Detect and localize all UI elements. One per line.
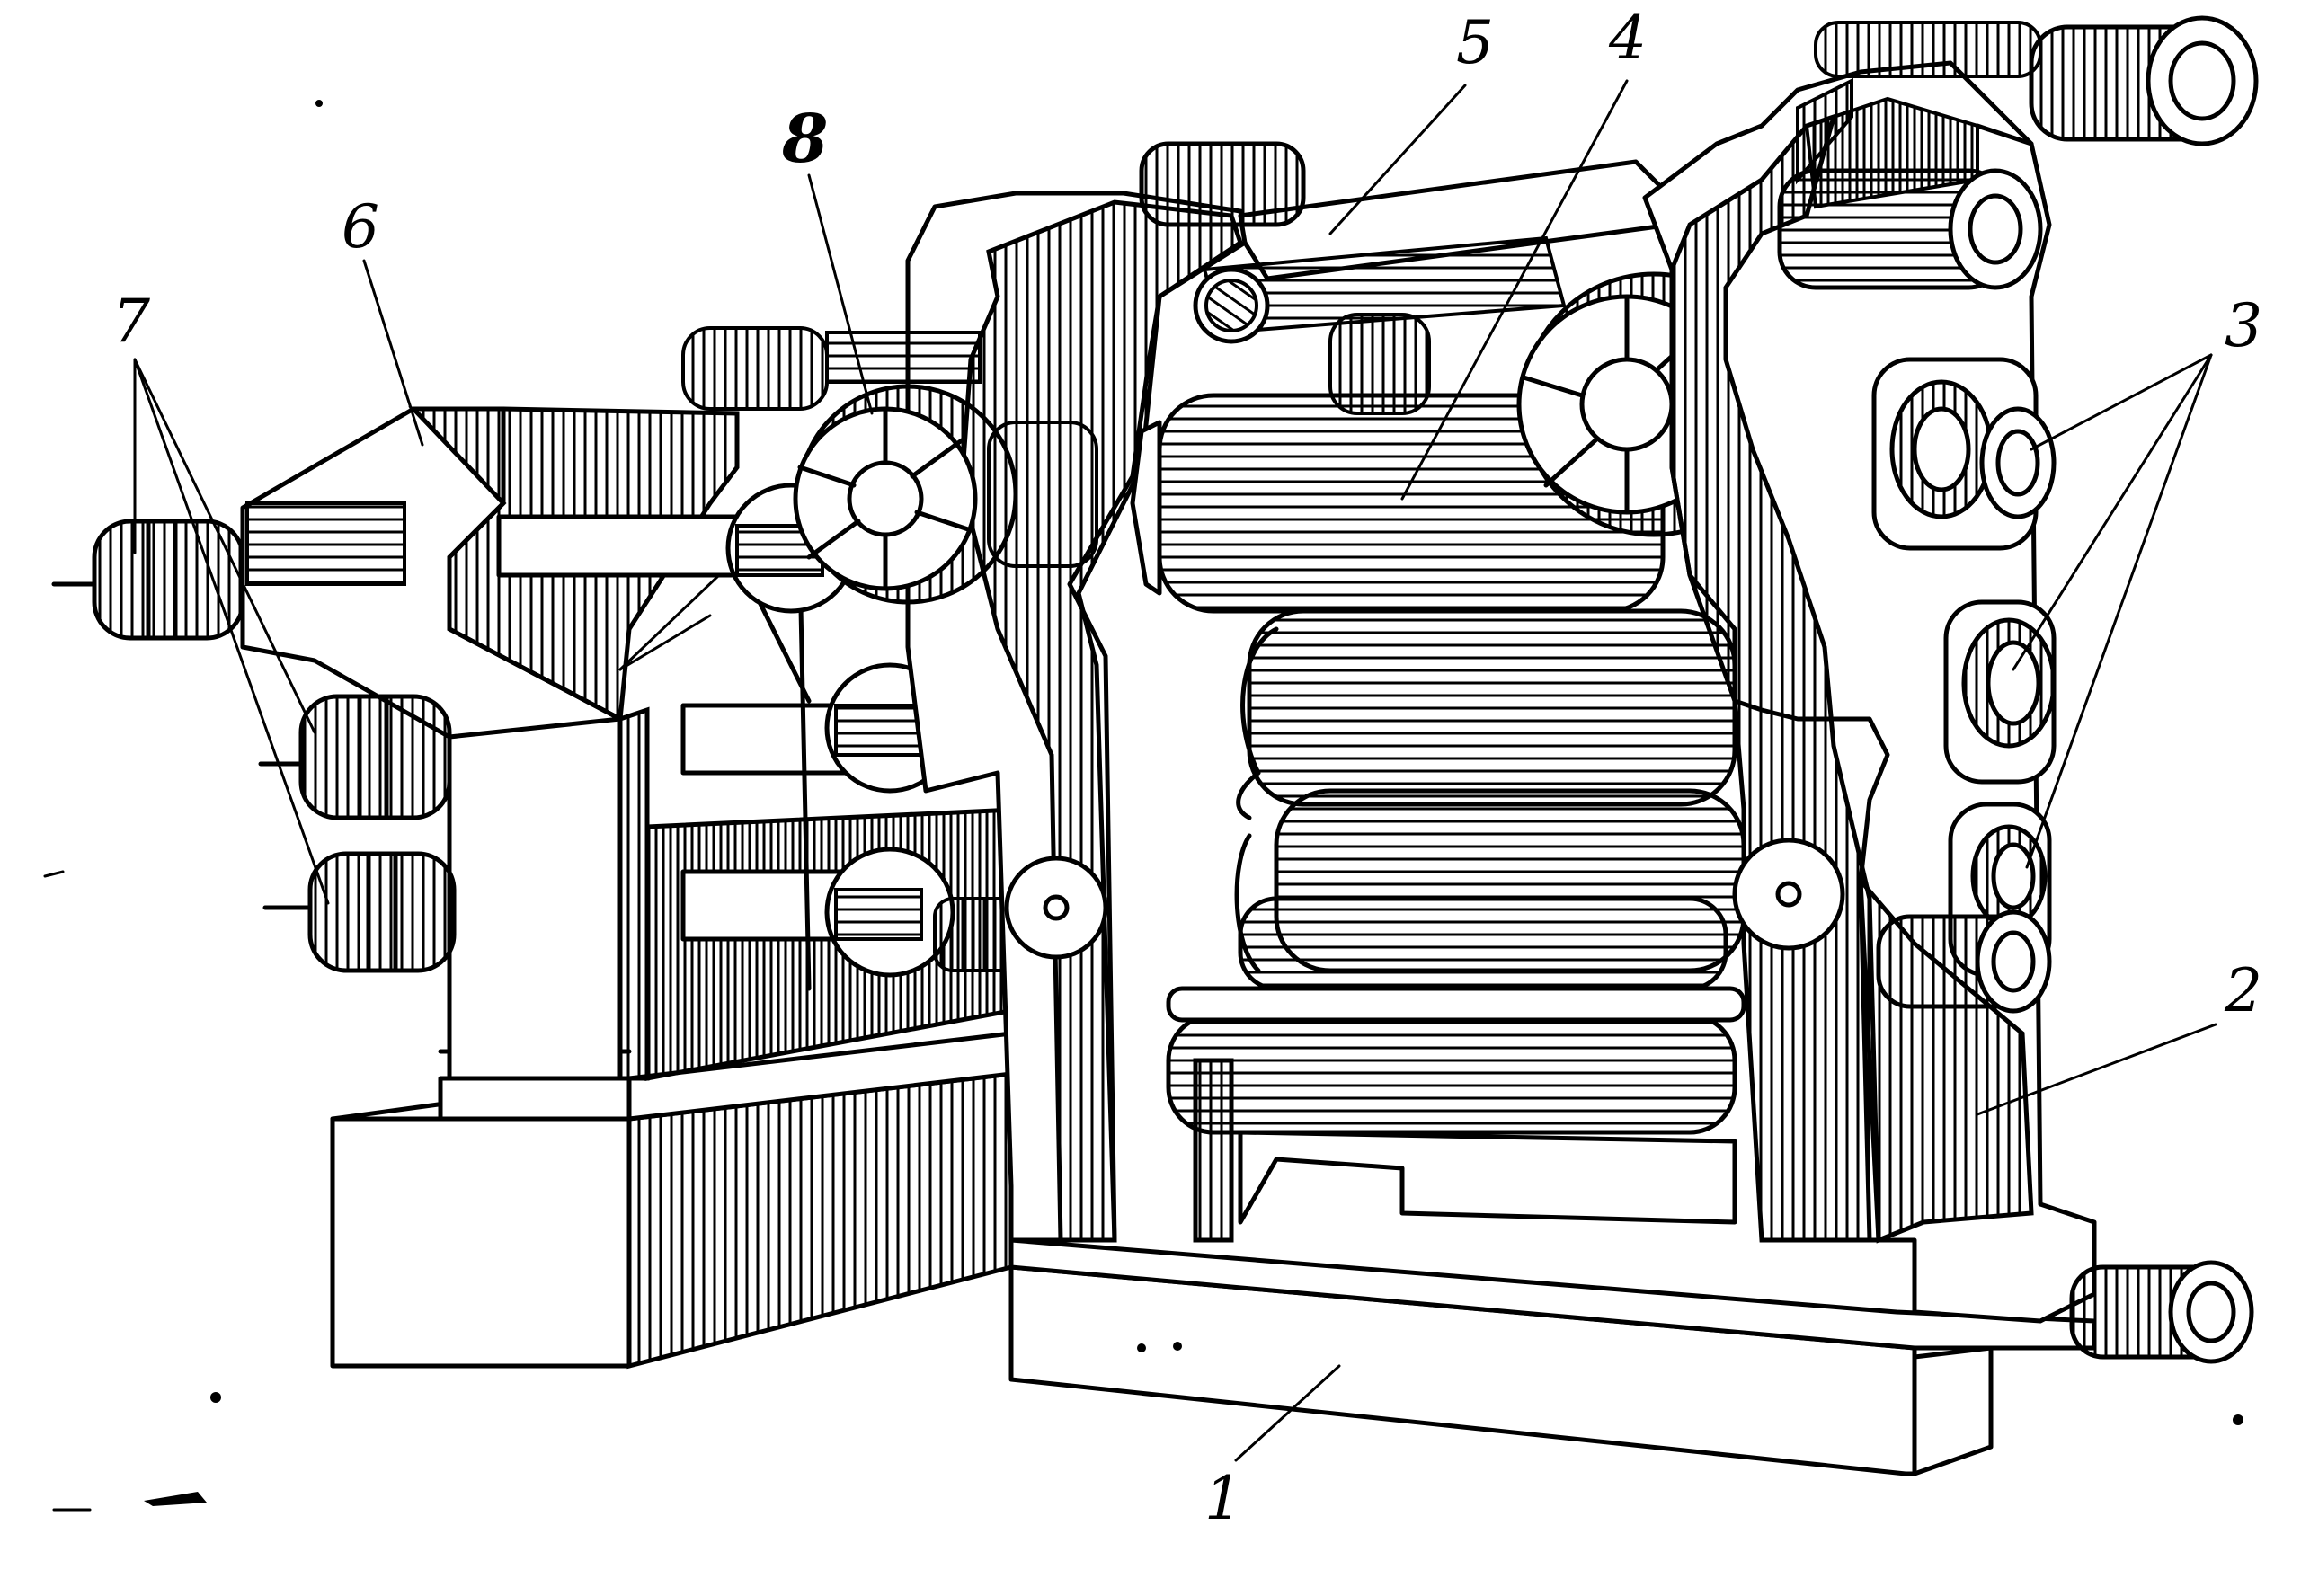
callout-2: 2 [2224, 956, 2262, 1025]
guide-roller-bottom [262, 851, 457, 973]
leader-lines [133, 79, 2217, 1462]
scan-specks [43, 100, 2243, 1512]
roll-bearings [1871, 357, 2057, 1014]
upper-screw-top [1814, 15, 2259, 146]
callout-1: 1 [1204, 1464, 1242, 1533]
upper-screw-lower [1777, 168, 2043, 290]
calender-roll-bottom [1166, 896, 1746, 1135]
callout-5: 5 [1456, 8, 1494, 77]
callout-6: 6 [342, 192, 379, 262]
lower-adjusting-screw [2069, 1260, 2254, 1364]
calender-roll-second [1236, 608, 1737, 820]
guide-roller-middle [258, 694, 452, 820]
calender-rolls [1130, 393, 1746, 1225]
guide-roller-top [51, 501, 406, 641]
top-cross-beam [1139, 141, 1675, 415]
callout-7: 7 [112, 287, 150, 356]
frame-pivot-pins [1004, 838, 1845, 960]
bearing-bottom-journal [1876, 909, 2052, 1014]
callout-labels: 1 2 3 4 5 6 7 8 [112, 4, 2262, 1533]
callout-4: 4 [1608, 4, 1647, 73]
guide-rollers [51, 501, 457, 973]
feed-stand-block [330, 1031, 1014, 1370]
base-plate [1008, 1237, 2097, 1476]
upper-adjusting-screws [1777, 15, 2259, 290]
callout-3: 3 [2225, 291, 2262, 360]
callout-8: 8 [781, 101, 829, 178]
bearing-top [1871, 357, 2057, 551]
